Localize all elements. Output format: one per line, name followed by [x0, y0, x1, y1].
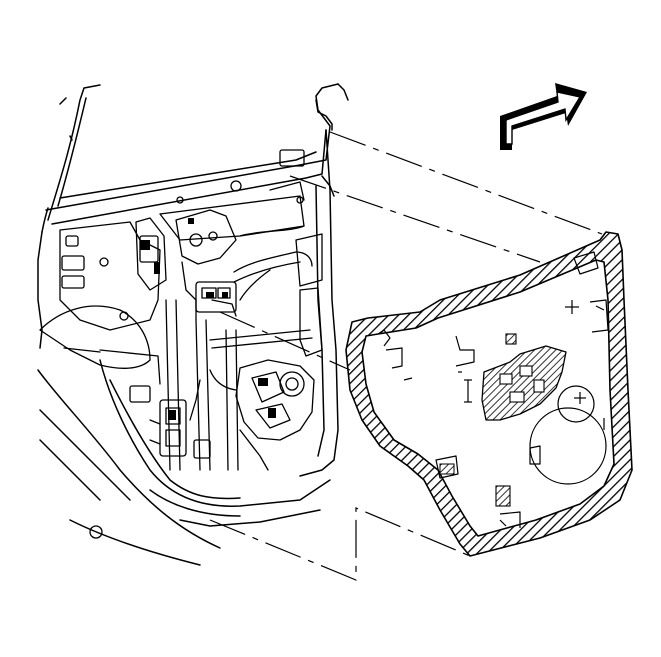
- door-inner-structure: [39, 149, 323, 539]
- door-frame: [37, 83, 349, 566]
- door-inner-dark-details: [140, 218, 276, 420]
- door-trim-panel: [345, 231, 633, 557]
- alignment-lines: [209, 131, 603, 581]
- direction-arrow-icon: [500, 83, 587, 150]
